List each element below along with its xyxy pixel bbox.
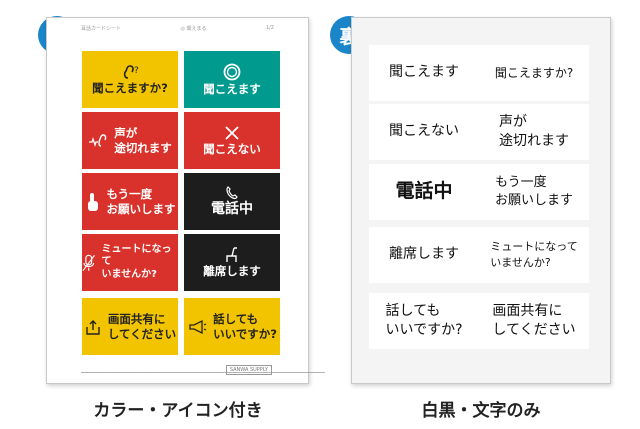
raised-finger-icon — [87, 192, 98, 211]
footer-note: ━━━━━━━━━━━━━━━━━━━━━━━━━━━━━━━━━━━━━━━━… — [81, 371, 325, 377]
card-mute: ミュートになって いませんか? — [82, 234, 178, 291]
card-label: 聞こえない — [203, 142, 261, 157]
card-label: 声が 途切れます — [114, 126, 172, 155]
sheet-center-mark: ◎ 聞えまる — [180, 25, 207, 32]
card-label: 話しても いいですか? — [213, 312, 277, 341]
card-kikoenai: 聞こえない — [184, 112, 280, 169]
card-mou-ichido: もう一度 お願いします — [82, 173, 178, 230]
card-hanashitemo: 話しても いいですか? — [184, 298, 280, 355]
chair-icon — [226, 247, 237, 263]
back-card-kikoemasu: 聞こえます — [369, 45, 479, 101]
card-label: 声が 途切れます — [499, 114, 569, 149]
card-label: ミュートになって いませんか? — [490, 239, 578, 270]
back-card-koe-togire: 声が 途切れます — [479, 104, 589, 160]
back-card-mute: ミュートになって いませんか? — [479, 227, 589, 283]
circle-icon — [223, 63, 241, 81]
card-denwachu: 電話中 — [184, 173, 280, 230]
back-card-denwachu: 電話中 — [369, 164, 479, 220]
card-label: 聞こえない — [389, 123, 459, 140]
card-gamen-kyouyu: 画面共有に してください — [82, 298, 178, 355]
back-card-hanashitemo: 話しても いいですか? — [369, 293, 479, 349]
back-caption: 白黒・文字のみ — [421, 401, 541, 421]
phone-icon — [226, 185, 238, 199]
card-label: もう一度 お願いします — [494, 175, 573, 208]
card-label: もう一度 お願いします — [106, 187, 176, 216]
back-card-riseki: 離席します — [369, 227, 479, 283]
back-card-kikoenai: 聞こえない — [369, 104, 479, 160]
card-label: 画面共有に してください — [492, 303, 576, 338]
card-label: 電話中 — [211, 200, 253, 217]
card-label: 話しても いいですか? — [385, 303, 463, 338]
share-icon — [86, 319, 100, 335]
card-label: 聞こえます — [203, 82, 261, 97]
card-riseki: 離席します — [184, 234, 280, 291]
sheet-title: 耳話カードシート — [81, 25, 122, 32]
brand-logo: SANWA SUPPLY — [225, 365, 272, 375]
card-label: 聞こえます — [389, 64, 459, 81]
card-label: 聞こえますか? — [494, 65, 574, 80]
back-card-mou-ichido: もう一度 お願いします — [479, 164, 589, 220]
cross-icon — [225, 126, 239, 140]
front-sheet: 耳話カードシート ◎ 聞えまる 1/2 ? 聞こえますか? 聞こえます — [46, 17, 325, 384]
card-label: 離席します — [389, 246, 459, 263]
sheet-header: 耳話カードシート ◎ 聞えまる 1/2 — [81, 22, 274, 34]
card-kikoemasu: 聞こえます — [184, 51, 280, 108]
broken-ear-icon — [89, 133, 107, 147]
svg-text:?: ? — [134, 66, 139, 76]
card-label: 画面共有に してください — [107, 312, 177, 341]
muted-mic-icon — [82, 254, 95, 271]
back-sheet: 聞こえます 聞こえますか? 聞こえない 声が 途切れます 電話中 もう一度 お願… — [351, 17, 611, 384]
card-label: ミュートになって いませんか? — [101, 243, 172, 280]
back-card-gamen-kyouyu: 画面共有に してください — [479, 293, 589, 349]
card-label: 離席します — [203, 264, 261, 279]
front-caption: カラー・アイコン付き — [93, 401, 263, 421]
back-card-kikoemasuka: 聞こえますか? — [479, 45, 589, 101]
card-label: 電話中 — [395, 180, 453, 203]
card-label: 聞こえますか? — [92, 81, 168, 96]
card-kikoemasuka: ? 聞こえますか? — [82, 51, 178, 108]
sheet-page-mark: 1/2 — [265, 25, 274, 31]
megaphone-icon — [189, 319, 207, 334]
card-koe-togire: 声が 途切れます — [82, 112, 178, 169]
question-ear-icon: ? — [123, 65, 139, 80]
